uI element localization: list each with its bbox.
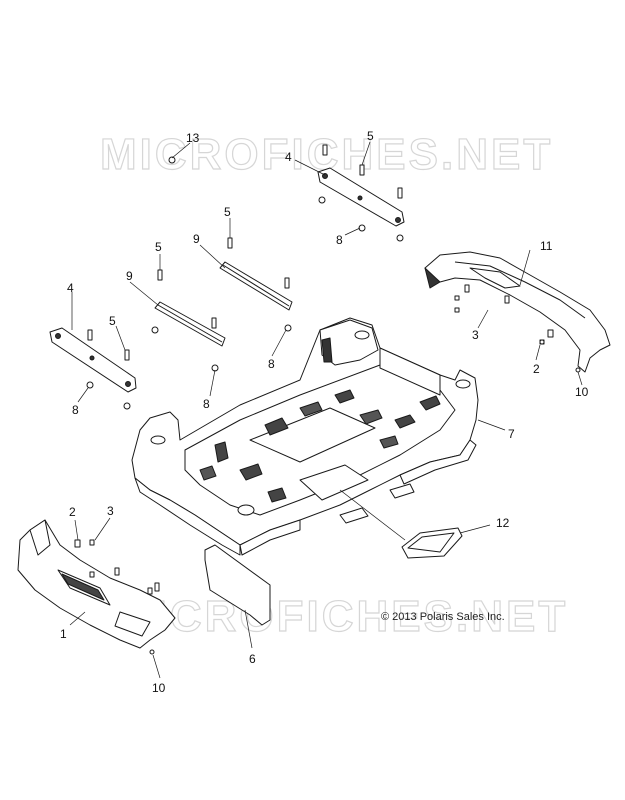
callout-3-right: 3 [472,328,479,342]
rear-trim-right [424,251,611,373]
bracket-right [317,167,405,227]
callout-8-top: 8 [336,233,343,247]
callout-4-left: 4 [67,281,74,295]
callout-9-left: 9 [126,269,133,283]
callout-12: 12 [496,516,510,530]
callout-2-left: 2 [69,505,76,519]
copyright-notice: © 2013 Polaris Sales Inc. [381,611,505,623]
watermark-bottom: MICROFICHES.NET [114,591,569,641]
brace-left [154,301,226,347]
callout-5-far-left: 5 [109,314,116,328]
callout-5-top-right: 5 [367,129,374,143]
bracket-left [49,327,137,393]
callout-4-top: 4 [285,150,292,164]
brace-right [219,261,293,311]
callout-1: 1 [60,627,67,641]
callout-13: 13 [186,131,200,145]
callout-7: 7 [508,427,515,441]
fasteners [74,144,581,655]
callout-8-bottom: 8 [203,397,210,411]
callout-2-right: 2 [533,362,540,376]
cargo-box [131,317,479,556]
leader-lines [69,141,583,679]
front-trim-left [17,519,176,649]
callout-10-right: 10 [575,385,589,399]
floor-mat-panel [204,544,271,626]
callout-8-mid: 8 [268,357,275,371]
callout-5-left: 5 [155,240,162,254]
callout-10-left: 10 [152,681,166,695]
pad [401,527,463,559]
callout-11: 11 [540,239,553,253]
callout-5-center: 5 [224,205,231,219]
callout-6: 6 [249,652,256,666]
callout-8-left: 8 [72,403,79,417]
callout-9-center: 9 [193,232,200,246]
callout-3-left: 3 [107,504,114,518]
